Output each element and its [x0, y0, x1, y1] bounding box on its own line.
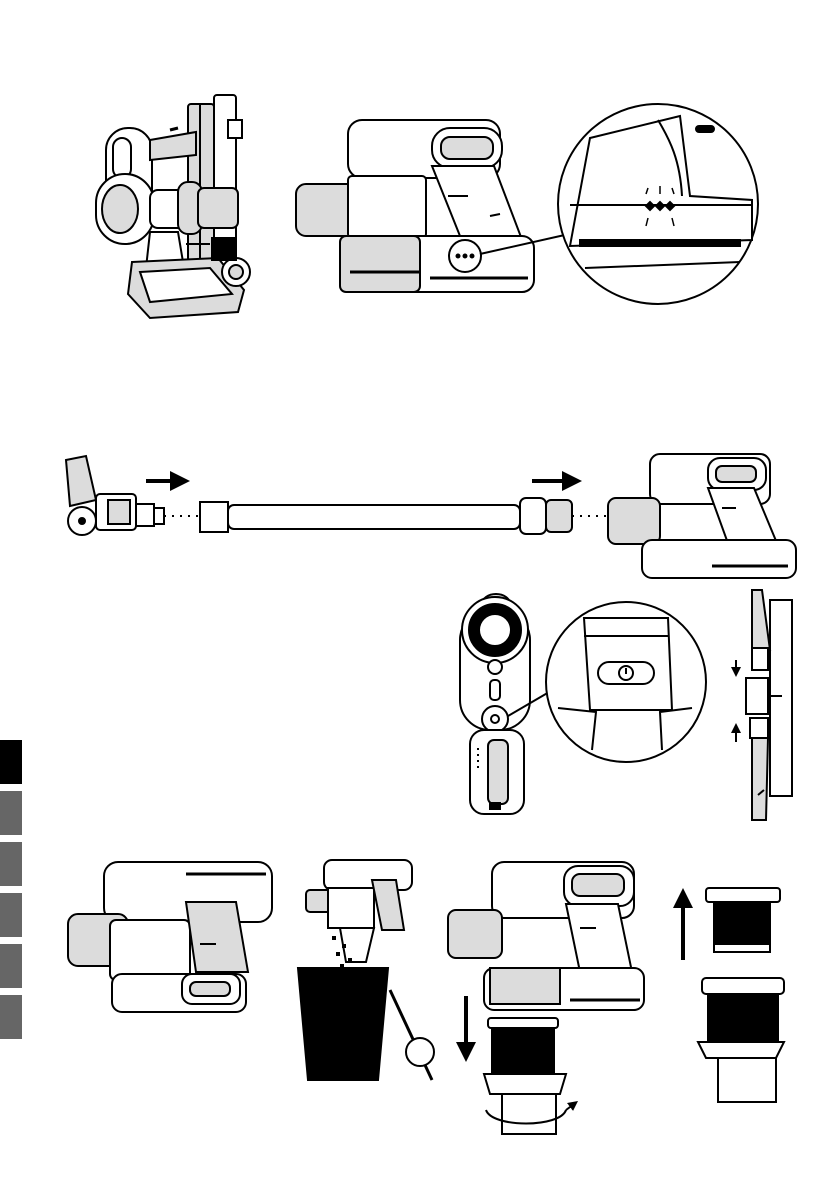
docked-vacuum-figure — [96, 95, 250, 318]
handheld-led-figure — [296, 104, 758, 304]
bin-emptying-figure — [298, 860, 434, 1080]
section-tab[interactable] — [0, 893, 22, 937]
power-button-figure — [460, 594, 706, 814]
tool-attach-figure — [736, 590, 792, 820]
filter-removal-figure — [448, 862, 784, 1134]
section-tab-strip — [0, 740, 22, 1046]
section-tab[interactable] — [0, 791, 22, 835]
section-tab[interactable] — [0, 995, 22, 1039]
bin-release-figure — [68, 862, 272, 1012]
section-tab-active[interactable] — [0, 740, 22, 784]
tube-assembly-figure — [66, 454, 796, 578]
section-tab[interactable] — [0, 944, 22, 988]
section-tab[interactable] — [0, 842, 22, 886]
